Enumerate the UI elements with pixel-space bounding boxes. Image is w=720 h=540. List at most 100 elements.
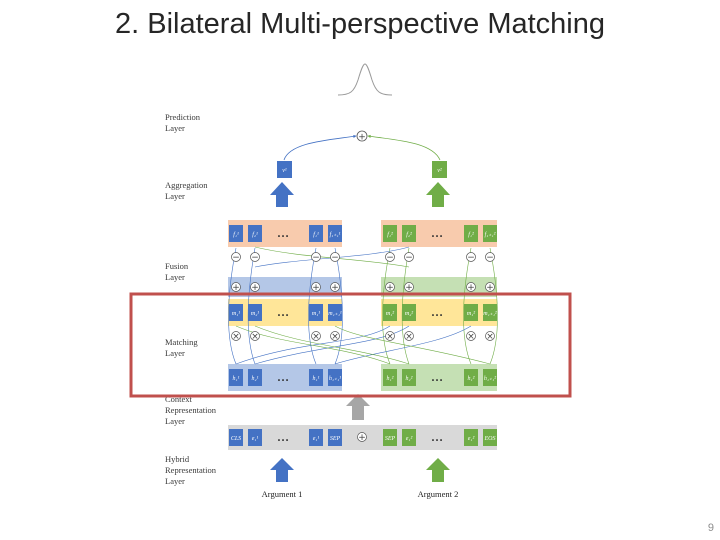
operator-rows xyxy=(231,252,495,442)
matching-cells: m₁¹ m₂¹ m₁¹ m₁₊₁¹ m₁² m₂² m₁² m₁₊₁² … … xyxy=(229,304,497,321)
svg-text:h₁₊₁²: h₁₊₁² xyxy=(484,376,496,382)
svg-text:h₁²: h₁² xyxy=(387,376,394,382)
svg-text:×: × xyxy=(312,332,320,342)
prediction-distribution-curve xyxy=(337,63,393,96)
svg-text:e₁¹: e₁¹ xyxy=(313,436,320,442)
svg-text:f₁₊₁¹: f₁₊₁¹ xyxy=(330,231,341,238)
svg-text:f₁₊₁²: f₁₊₁² xyxy=(485,231,496,238)
svg-text:…: … xyxy=(431,226,443,240)
svg-text:−: − xyxy=(331,253,339,263)
svg-text:e₁¹: e₁¹ xyxy=(252,436,259,442)
svg-text:+: + xyxy=(486,283,494,293)
aggregation-cell-left-label: v¹ xyxy=(282,168,287,174)
hybrid-cells: CLS e₁¹ e₁¹ SEP SEP e₁² e₁² EOS … … xyxy=(229,429,497,446)
hybrid-plus-operator xyxy=(357,432,367,442)
svg-text:m₂²: m₂² xyxy=(405,311,413,317)
aggregation-cell-right-label: v² xyxy=(437,168,442,174)
svg-text:×: × xyxy=(405,332,413,342)
svg-text:m₁¹: m₁¹ xyxy=(232,311,240,317)
slide-title: 2. Bilateral Multi-perspective Matching xyxy=(115,8,605,40)
svg-text:×: × xyxy=(232,332,240,342)
svg-text:…: … xyxy=(277,430,289,444)
svg-text:+: + xyxy=(251,283,259,293)
svg-text:e₁²: e₁² xyxy=(406,436,413,442)
aggregation-cell-left xyxy=(277,161,292,178)
fusion-to-aggregation-arrow-right xyxy=(426,182,450,207)
svg-text:+: + xyxy=(312,283,320,293)
svg-text:f₂²: f₂² xyxy=(406,231,412,238)
svg-text:…: … xyxy=(431,305,443,319)
hybrid-layer-label: Hybrid Representation Layer xyxy=(165,454,218,486)
aggregation-left-to-prediction-line xyxy=(283,134,357,161)
context-cells: h₁¹ h₂¹ h₁¹ h₁₊₁¹ h₁² h₂² h₁² h₁₊₁² … … xyxy=(229,369,497,386)
svg-text:h₁¹: h₁¹ xyxy=(233,376,240,382)
svg-text:×: × xyxy=(386,332,394,342)
svg-text:+: + xyxy=(386,283,394,293)
svg-text:×: × xyxy=(486,332,494,342)
svg-text:f₁¹: f₁¹ xyxy=(313,231,319,238)
svg-text:m₂¹: m₂¹ xyxy=(251,311,259,317)
argument-2-arrow xyxy=(426,458,450,482)
times-operators xyxy=(231,331,495,341)
svg-text:h₁²: h₁² xyxy=(468,376,475,382)
svg-text:…: … xyxy=(277,305,289,319)
argument-1-label: Argument 1 xyxy=(262,489,303,499)
svg-text:−: − xyxy=(467,253,475,263)
svg-text:f₁²: f₁² xyxy=(387,231,393,238)
plus-operators xyxy=(231,282,495,292)
context-input-arrow xyxy=(346,394,370,420)
aggregation-cell-right xyxy=(432,161,447,178)
fusion-layer-label: Fusion Layer xyxy=(165,261,190,282)
fusion-to-aggregation-arrow-left xyxy=(270,182,294,207)
svg-text:…: … xyxy=(277,370,289,384)
svg-text:−: − xyxy=(232,253,240,263)
svg-text:+: + xyxy=(358,433,366,443)
svg-text:…: … xyxy=(431,370,443,384)
svg-text:+: + xyxy=(232,283,240,293)
prediction-plus-sign: + xyxy=(358,133,366,143)
prediction-plus-operator xyxy=(356,130,368,142)
svg-text:m₁₊₁¹: m₁₊₁¹ xyxy=(328,311,342,317)
context-layer-label: Context Representation Layer xyxy=(165,394,218,426)
svg-text:CLS: CLS xyxy=(231,436,241,442)
svg-text:f₂¹: f₂¹ xyxy=(252,231,258,238)
svg-text:…: … xyxy=(431,430,443,444)
svg-text:h₂¹: h₂¹ xyxy=(252,376,259,382)
matching-layer-highlight-box xyxy=(129,292,572,398)
svg-text:−: − xyxy=(251,253,259,263)
minus-operators xyxy=(231,252,495,262)
svg-text:h₁₊₁¹: h₁₊₁¹ xyxy=(329,376,341,382)
prediction-layer-label: Prediction Layer xyxy=(165,112,202,133)
svg-text:×: × xyxy=(251,332,259,342)
svg-text:e₁²: e₁² xyxy=(468,436,475,442)
svg-text:h₁¹: h₁¹ xyxy=(313,376,320,382)
svg-text:+: + xyxy=(467,283,475,293)
matching-layer-label: Matching Layer xyxy=(165,337,200,358)
svg-text:m₁¹: m₁¹ xyxy=(312,311,320,317)
svg-text:h₂²: h₂² xyxy=(406,376,413,382)
fusion-add-band-left xyxy=(228,277,342,297)
svg-text:×: × xyxy=(467,332,475,342)
svg-text:EOS: EOS xyxy=(484,436,496,442)
fusion-output-cells: f₁¹ f₂¹ f₁¹ f₁₊₁¹ f₁² f₂² f₁² f₁₊₁² … … xyxy=(229,225,497,242)
fusion-add-band-right xyxy=(381,277,497,297)
svg-text:m₁²: m₁² xyxy=(386,311,394,317)
svg-text:+: + xyxy=(405,283,413,293)
svg-text:−: − xyxy=(486,253,494,263)
svg-text:−: − xyxy=(312,253,320,263)
page-number: 9 xyxy=(707,522,714,534)
svg-text:−: − xyxy=(405,253,413,263)
argument-2-label: Argument 2 xyxy=(418,489,459,499)
aggregation-right-to-prediction-line xyxy=(367,134,441,161)
svg-text:m₁²: m₁² xyxy=(467,311,475,317)
svg-text:+: + xyxy=(331,283,339,293)
aggregation-layer-label: Aggregation Layer xyxy=(165,180,210,201)
svg-text:SEP: SEP xyxy=(385,436,396,442)
svg-text:…: … xyxy=(277,226,289,240)
svg-text:SEP: SEP xyxy=(330,436,341,442)
svg-text:m₁₊₁²: m₁₊₁² xyxy=(483,311,497,317)
svg-text:×: × xyxy=(331,332,339,342)
svg-text:f₁¹: f₁¹ xyxy=(233,231,239,238)
operator-glyphs: − − − − − − − − + + + + + + + + × × × × … xyxy=(232,253,494,443)
